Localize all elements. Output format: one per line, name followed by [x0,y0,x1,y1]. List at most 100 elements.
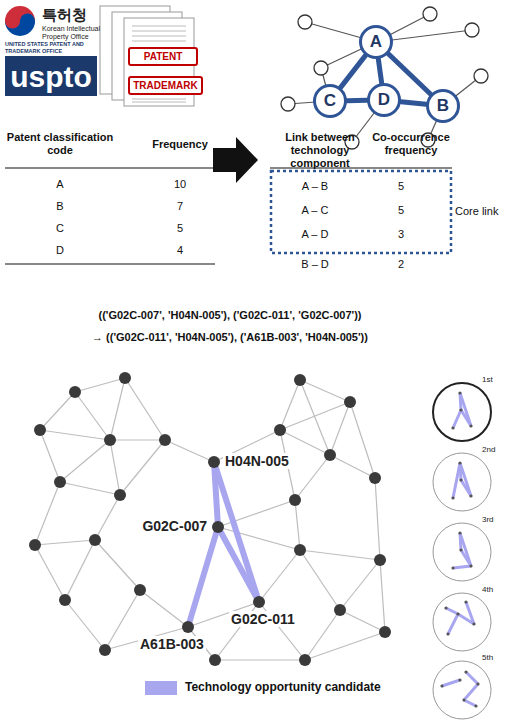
network-background [29,372,391,666]
network-node [344,396,356,408]
candidate-edge [216,468,257,597]
subgraph-node [469,424,472,427]
subgraph-node [458,461,461,464]
network-link [60,482,120,495]
network-link [35,482,60,545]
network-link [110,378,125,440]
network-link [120,440,165,495]
subgraph-node [464,600,467,603]
network-link [375,478,380,560]
network-node [294,374,306,386]
subgraph-node [444,606,447,609]
network-link [280,402,350,430]
core-link-edge [378,59,381,83]
legend-swatch [145,681,177,695]
subgraph-node [474,704,477,707]
subgraph-node [458,531,461,534]
network-link [305,632,385,660]
subgraph-link [460,533,471,566]
network-node [474,69,488,83]
table-cell: D [30,244,90,257]
network-link [295,455,330,500]
subgraph-node [462,698,465,701]
ranked-subgraphs [433,383,491,719]
subgraph-node [446,632,449,635]
rank-label: 3rd [482,515,494,525]
subgraph-link [453,410,461,428]
network-node [465,23,479,37]
table-header: Co-occurrence frequency [370,131,452,157]
subgraph-node [472,622,475,625]
network-link [340,560,380,610]
subgraph-node [464,670,467,673]
network-node [379,626,391,638]
classification-node: H04N-005 [208,456,220,468]
network-node [294,544,306,556]
rank-label: 2nd [482,445,495,455]
network-link [40,430,60,482]
subgraph-node [451,496,454,499]
table-header: Patent classification code [5,131,115,157]
network-node [159,434,171,446]
network-link [165,440,214,462]
rank-label: 4th [482,585,493,595]
subgraph-link [461,410,471,426]
process-arrow [213,137,258,183]
table-cell: 4 [150,244,210,257]
network-link [60,440,110,482]
network-node [29,539,41,551]
subgraph-node [440,684,443,687]
network-link [350,402,375,478]
subgraph-link [453,463,460,498]
core-link-edge [347,98,367,103]
table-rule [5,167,215,168]
office-name: 특허청 [42,6,87,24]
network-node [89,534,101,546]
network-link [215,659,305,660]
table-cell: 5 [378,180,424,193]
node-text: A [370,33,382,52]
subgraph-node [451,566,454,569]
network-node [314,61,328,75]
network-link [259,550,300,602]
network-link [380,560,385,632]
core-link-edge [401,102,426,105]
core-link-note: Core link [455,205,498,218]
node-label: A61B-003 [138,636,206,652]
candidate-edge [221,532,256,596]
network-link [300,550,380,560]
subgraph-node [469,564,472,567]
subgraph-frame [433,523,491,581]
document-line [132,102,186,103]
network-node [374,554,386,566]
document-line [132,26,186,27]
node-text: PATENT [144,51,183,62]
table-cell: 10 [150,178,210,191]
component-node: D [367,83,401,117]
network-node [69,386,81,398]
table-cell: 7 [150,200,210,213]
core-link-box [271,171,451,253]
logo-red-swirl [5,14,20,29]
classification-node: G02C-011 [253,596,265,608]
table-cell: A – D [285,228,345,241]
document-line [132,99,186,100]
subgraph-link [466,672,478,684]
network-link [300,380,330,455]
network-node [114,489,126,501]
table-header: Frequency [140,138,220,151]
document-line [132,41,186,42]
network-link [95,540,140,590]
rank-label: 1st [482,375,493,385]
logo-blue-swirl [20,14,35,29]
subgraph-node [458,391,461,394]
network-link [110,439,165,440]
network-link [295,500,300,550]
table-cell: B – D [285,258,345,271]
network-node [423,7,437,21]
subgraph-frame [433,661,491,719]
network-node [119,372,131,384]
subgraph-node [459,478,462,481]
node-text: uspto [10,60,92,93]
